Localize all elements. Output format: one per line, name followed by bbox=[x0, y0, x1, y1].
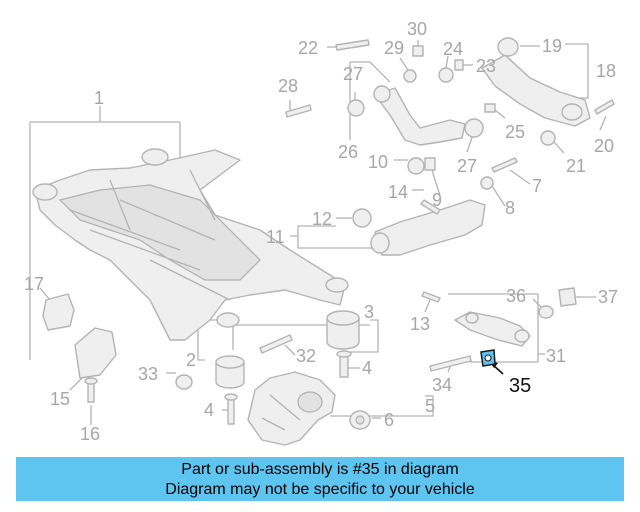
callout-23: 23 bbox=[476, 56, 496, 76]
callout-25: 25 bbox=[505, 122, 525, 142]
bolt-14 bbox=[420, 199, 441, 215]
callout-22: 22 bbox=[298, 38, 318, 58]
rear-subframe bbox=[32, 148, 349, 341]
bolt-7 bbox=[491, 157, 518, 173]
bushing-27a bbox=[347, 99, 365, 117]
nut-23 bbox=[454, 59, 464, 71]
callout-8: 8 bbox=[505, 198, 515, 218]
callout-4b: 4 bbox=[204, 400, 214, 420]
part-35-highlighted[interactable] bbox=[480, 349, 496, 367]
washer-8 bbox=[480, 176, 494, 190]
bushing-19 bbox=[497, 37, 519, 57]
callout-21: 21 bbox=[566, 156, 586, 176]
parts-diagram: 1 2 3 4 4 5 6 7 8 9 10 11 12 13 14 15 16… bbox=[24, 19, 618, 446]
nut-30 bbox=[412, 45, 424, 57]
trailing-arm-18 bbox=[481, 54, 591, 127]
callout-29: 29 bbox=[384, 38, 404, 58]
banner-line-2: Diagram may not be specific to your vehi… bbox=[165, 481, 475, 498]
callout-15: 15 bbox=[50, 389, 70, 409]
callout-16: 16 bbox=[80, 424, 100, 444]
callout-30: 30 bbox=[407, 19, 427, 39]
washer-36 bbox=[538, 305, 554, 319]
callout-9: 9 bbox=[432, 190, 442, 210]
callout-6: 6 bbox=[384, 410, 394, 430]
callout-4a: 4 bbox=[362, 358, 372, 378]
callout-19: 19 bbox=[542, 36, 562, 56]
callout-33: 33 bbox=[138, 364, 158, 384]
bushing-12 bbox=[352, 208, 372, 228]
callout-5: 5 bbox=[425, 396, 435, 416]
lower-arm-11 bbox=[370, 199, 486, 256]
bolt-34 bbox=[429, 355, 472, 372]
callout-10: 10 bbox=[368, 152, 388, 172]
callout-32: 32 bbox=[296, 346, 316, 366]
callout-2: 2 bbox=[186, 350, 196, 370]
washer-24 bbox=[438, 67, 454, 83]
cushion-17 bbox=[42, 293, 75, 331]
nut-33 bbox=[175, 374, 193, 390]
upper-arm-26 bbox=[373, 85, 466, 146]
callout-3: 3 bbox=[364, 302, 374, 322]
callout-14: 14 bbox=[388, 182, 408, 202]
bushing-10 bbox=[407, 157, 425, 175]
callout-17: 17 bbox=[24, 274, 44, 294]
clip-9 bbox=[424, 157, 436, 171]
callout-labels: 1 2 3 4 4 5 6 7 8 9 10 11 12 13 14 15 16… bbox=[24, 19, 618, 444]
link-31 bbox=[454, 311, 531, 347]
mount-15 bbox=[74, 327, 117, 379]
bolts-4 bbox=[224, 350, 352, 425]
callout-27a: 27 bbox=[343, 64, 363, 84]
nut-37 bbox=[558, 287, 577, 307]
bushing-6 bbox=[349, 410, 371, 430]
leader-lines bbox=[29, 40, 607, 425]
callout-36: 36 bbox=[506, 286, 526, 306]
callout-20: 20 bbox=[594, 136, 614, 156]
callout-37: 37 bbox=[598, 287, 618, 307]
washer-29 bbox=[403, 69, 417, 83]
bolt-22 bbox=[335, 39, 370, 51]
bolt-20 bbox=[594, 99, 615, 115]
callout-7: 7 bbox=[532, 176, 542, 196]
bushing-3 bbox=[326, 310, 360, 350]
callout-35-highlighted: 35 bbox=[509, 375, 531, 397]
callout-12: 12 bbox=[312, 209, 332, 229]
banner-line-1: Part or sub-assembly is #35 in diagram bbox=[181, 461, 459, 478]
info-banner: Part or sub-assembly is #35 in diagram D… bbox=[16, 457, 624, 501]
callout-13: 13 bbox=[410, 314, 430, 334]
bolt-16 bbox=[84, 377, 98, 403]
bushing-2 bbox=[215, 355, 245, 389]
knuckle-5 bbox=[247, 371, 336, 446]
callout-31: 31 bbox=[546, 346, 566, 366]
bushing-27b bbox=[464, 118, 484, 138]
callout-28: 28 bbox=[278, 76, 298, 96]
callout-26: 26 bbox=[338, 142, 358, 162]
bolt-28 bbox=[285, 104, 312, 118]
callout-27b: 27 bbox=[457, 156, 477, 176]
bushing-21 bbox=[540, 130, 556, 146]
bolt-13 bbox=[421, 291, 441, 303]
callout-24: 24 bbox=[443, 39, 463, 59]
clip-25 bbox=[484, 103, 496, 113]
callout-11: 11 bbox=[266, 227, 285, 247]
callout-18: 18 bbox=[596, 61, 616, 81]
bolt-32 bbox=[259, 334, 293, 354]
callout-1: 1 bbox=[94, 88, 104, 108]
callout-34: 34 bbox=[432, 375, 452, 395]
